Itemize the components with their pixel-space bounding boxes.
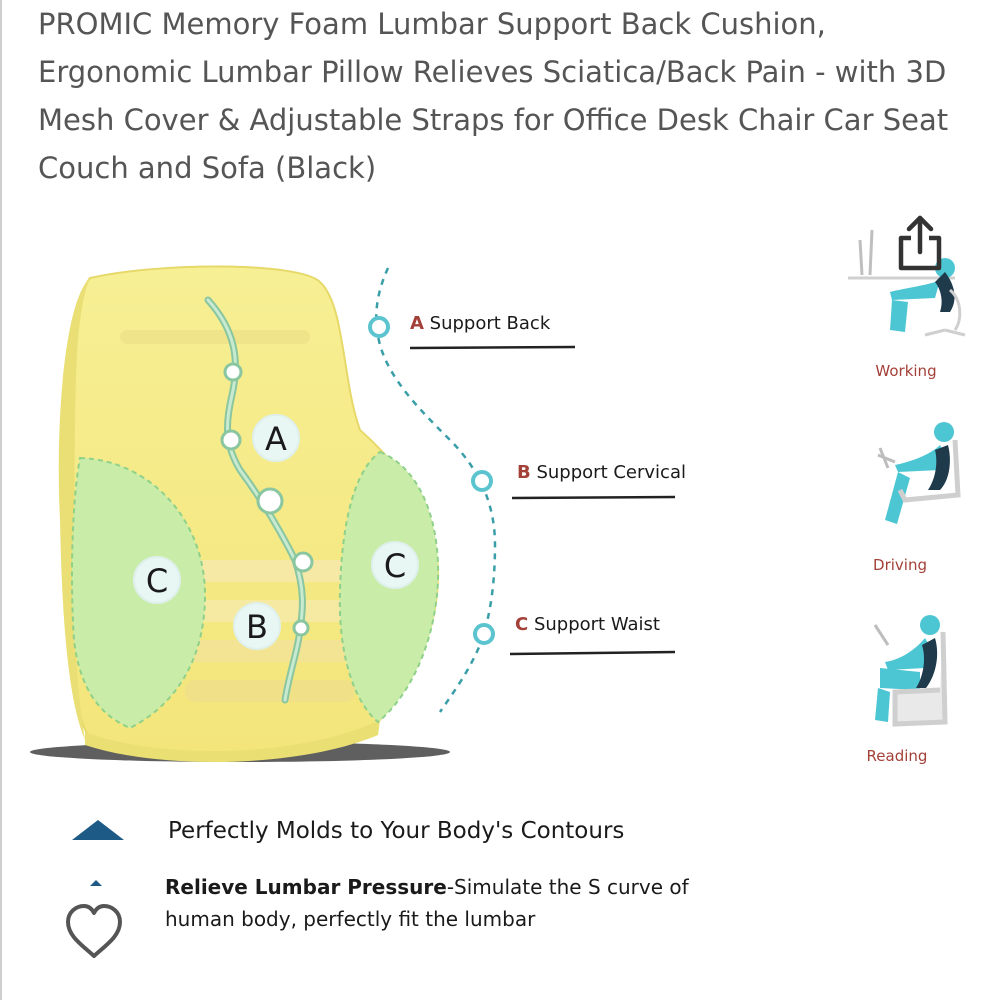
spine-node bbox=[220, 429, 242, 451]
spine-node bbox=[223, 362, 243, 382]
callout-dot-a bbox=[368, 316, 390, 338]
zone-b-marker bbox=[233, 602, 281, 650]
feature-arrow-icon-small bbox=[90, 880, 102, 886]
favorite-button[interactable] bbox=[62, 900, 126, 964]
zone-c-right-label: C bbox=[384, 547, 406, 585]
zone-a-marker bbox=[252, 414, 300, 462]
feature-2-line2: human body, perfectly fit the lumbar bbox=[165, 907, 536, 931]
callout-underline bbox=[511, 495, 676, 500]
heart-icon bbox=[66, 904, 122, 958]
callout-underline bbox=[509, 650, 676, 656]
spine-node bbox=[292, 551, 314, 573]
zone-b-label: B bbox=[246, 608, 268, 646]
share-icon bbox=[898, 215, 942, 271]
callout-c-text: Support Waist bbox=[534, 614, 660, 635]
cushion-left-side bbox=[58, 278, 90, 740]
callout-b: B Support Cervical bbox=[511, 462, 686, 500]
svg-text:C Support Waist: C Support Waist bbox=[515, 614, 660, 635]
callout-a-letter: A bbox=[410, 313, 424, 334]
callout-dot-b bbox=[471, 470, 493, 492]
zone-c-left-marker bbox=[133, 556, 181, 604]
product-title: PROMIC Memory Foam Lumbar Support Back C… bbox=[38, 7, 949, 185]
feature-2-rest: -Simulate the S curve of bbox=[447, 875, 690, 899]
callout-c-letter: C bbox=[515, 614, 528, 635]
use-label-driving: Driving bbox=[873, 556, 927, 574]
callout-underline bbox=[409, 345, 576, 350]
share-button[interactable] bbox=[890, 212, 950, 276]
svg-text:A Support Back: A Support Back bbox=[410, 313, 551, 334]
cushion-bottom-edge bbox=[85, 720, 380, 762]
svg-text:Relieve Lumbar Pressure-Simula: Relieve Lumbar Pressure-Simulate the S c… bbox=[165, 875, 690, 899]
feature-2-bold: Relieve Lumbar Pressure bbox=[165, 875, 447, 899]
left-border bbox=[0, 0, 2, 1000]
zone-a-label: A bbox=[265, 420, 287, 458]
driving-icon bbox=[877, 422, 961, 524]
callout-b-letter: B bbox=[517, 462, 531, 483]
cushion-top-groove bbox=[120, 330, 310, 344]
working-icon bbox=[848, 229, 966, 337]
spine-node bbox=[256, 487, 284, 515]
callout-a-text: Support Back bbox=[430, 313, 551, 334]
callout-c: C Support Waist bbox=[509, 614, 676, 656]
use-label-reading: Reading bbox=[867, 747, 928, 765]
reading-icon bbox=[873, 615, 948, 727]
zone-c-right-marker bbox=[371, 541, 419, 589]
callout-dot-c bbox=[473, 623, 495, 645]
cushion-ridge bbox=[180, 640, 360, 662]
feature-arrow-icon bbox=[72, 820, 124, 840]
zone-c-left-label: C bbox=[146, 562, 168, 600]
cushion-ridge bbox=[185, 680, 355, 702]
product-image: A B C C A Support Back B Support Cervica… bbox=[30, 229, 966, 931]
feature-1-text: Perfectly Molds to Your Body's Contours bbox=[168, 818, 624, 844]
spine-node bbox=[292, 619, 310, 637]
use-label-working: Working bbox=[875, 362, 936, 380]
cushion-illustration: A B C C bbox=[58, 265, 440, 762]
callout-a: A Support Back bbox=[409, 313, 576, 350]
svg-text:B Support Cervical: B Support Cervical bbox=[517, 462, 686, 483]
callout-b-text: Support Cervical bbox=[536, 462, 686, 483]
